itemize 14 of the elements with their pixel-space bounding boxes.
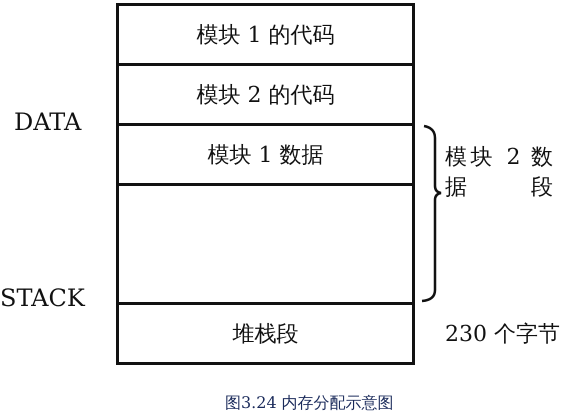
figure-caption: 图3.24 内存分配示意图	[225, 393, 394, 414]
segment-label: 模块 1 的代码	[196, 22, 334, 50]
bracket-label: 模块 2 数据段	[445, 144, 553, 202]
memory-segment-box	[116, 3, 415, 66]
pointer-label: STACK	[0, 284, 85, 312]
memory-segment-box	[116, 123, 415, 186]
segment-label: 模块 2 的代码	[196, 82, 334, 110]
empty-segment-box	[116, 183, 415, 305]
size-label: 230 个字节	[445, 321, 560, 349]
memory-segment-box	[116, 302, 415, 365]
segment-label: 模块 1 数据	[208, 142, 324, 170]
segment-label: 堆栈段	[232, 320, 298, 348]
memory-segment-box	[116, 63, 415, 126]
pointer-label: DATA	[14, 108, 82, 136]
